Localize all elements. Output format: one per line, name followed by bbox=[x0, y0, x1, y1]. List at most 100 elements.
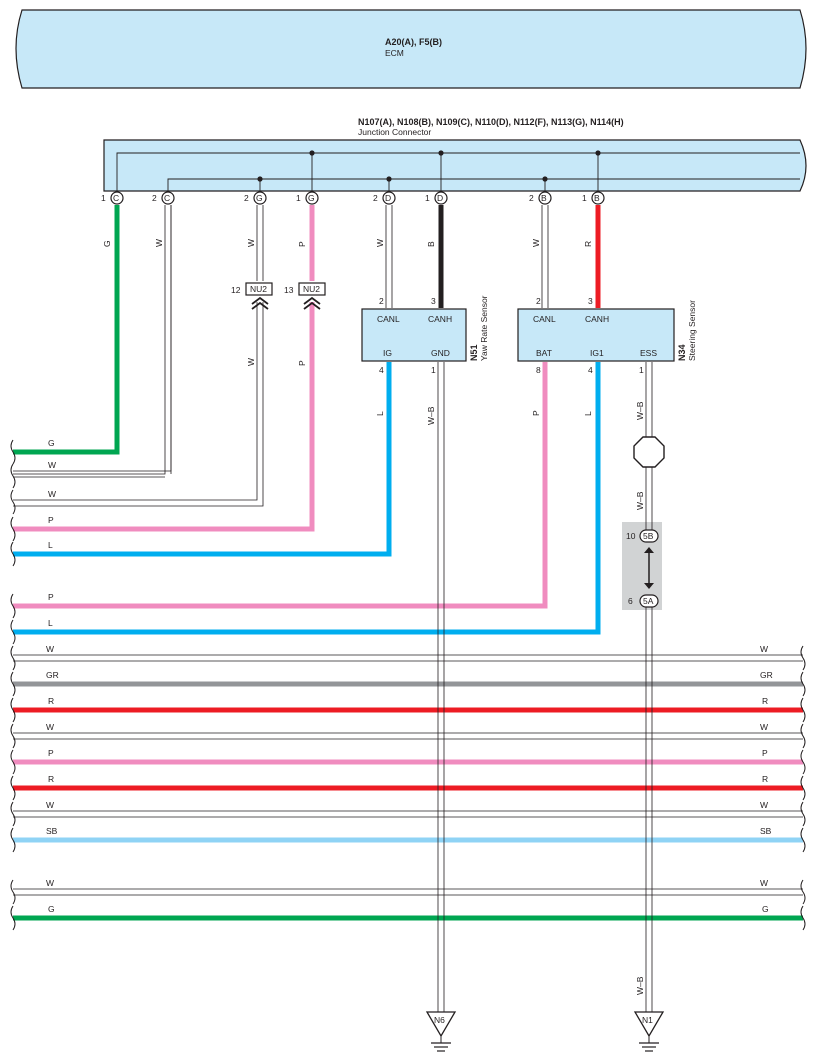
pin-label: IG bbox=[383, 348, 392, 358]
ground-triangle-icon bbox=[633, 1011, 665, 1038]
pin-label: ESS bbox=[640, 348, 657, 358]
wire-color-label: W bbox=[760, 800, 768, 810]
connector-number: 12 bbox=[231, 285, 241, 295]
wire-color-label: W bbox=[48, 460, 56, 470]
connector-label: 5A bbox=[643, 596, 654, 606]
wire-color-label: W bbox=[48, 489, 56, 499]
pin-number: 4 bbox=[588, 365, 593, 375]
connector-number: 10 bbox=[626, 531, 636, 541]
pin-label: GND bbox=[431, 348, 450, 358]
connector-label: NU2 bbox=[250, 284, 267, 294]
pin-letter: D bbox=[437, 193, 443, 203]
inline-connector-5b-5a: 10 5B 6 5A bbox=[622, 522, 662, 610]
wire-color-label: W bbox=[46, 644, 54, 654]
ground-n6: N6 bbox=[425, 1011, 457, 1052]
wire-color-label: P bbox=[297, 241, 307, 247]
ground-label: N1 bbox=[642, 1015, 653, 1025]
wire-color-label: SB bbox=[46, 826, 58, 836]
pin-number: 2 bbox=[244, 193, 249, 203]
connector-label: NU2 bbox=[303, 284, 320, 294]
pin-letter: C bbox=[164, 193, 170, 203]
pin-letter: B bbox=[594, 193, 600, 203]
connector-number: 13 bbox=[284, 285, 294, 295]
wire-color-label: P bbox=[762, 748, 768, 758]
inline-connector-icon bbox=[251, 296, 269, 310]
wire-color-label: G bbox=[48, 438, 55, 448]
junction-pin-circle-icon bbox=[434, 191, 448, 205]
pin-number: 2 bbox=[373, 193, 378, 203]
splice-dot-icon bbox=[542, 176, 548, 182]
junction-pin-circle-icon bbox=[538, 191, 552, 205]
wire-color-label: W bbox=[760, 644, 768, 654]
wire-w bbox=[541, 205, 549, 308]
splice-dot-icon bbox=[257, 176, 263, 182]
wire-color-label: G bbox=[48, 904, 55, 914]
component-code: N51 bbox=[469, 344, 479, 361]
pin-number: 1 bbox=[425, 193, 430, 203]
junction-code: N107(A), N108(B), N109(C), N110(D), N112… bbox=[358, 117, 624, 127]
yaw-rate-sensor: 2 3 CANL CANH IG GND 4 1 N51 Yaw Rate Se… bbox=[361, 295, 489, 375]
wire-color-label: R bbox=[48, 774, 54, 784]
wire-color-label: P bbox=[48, 592, 54, 602]
through-wire-labels: W W GR GR R R W W P P R R W W SB SB W W … bbox=[46, 644, 773, 914]
wire-p bbox=[13, 362, 548, 609]
connector-label: 5B bbox=[643, 531, 654, 541]
pin-label: IG1 bbox=[590, 348, 604, 358]
pin-number: 2 bbox=[536, 296, 541, 306]
wire-color-label: L bbox=[583, 411, 593, 416]
junction-pin-circle-icon bbox=[110, 191, 124, 205]
wire-color-label: W bbox=[246, 239, 256, 247]
wire-color-label: W bbox=[46, 722, 54, 732]
pin-number: 2 bbox=[529, 193, 534, 203]
junction-pins: 1 C 2 C 2 G 1 G 2 D 1 D 2 B 1 B bbox=[101, 191, 605, 205]
wire-color-label: P bbox=[297, 360, 307, 366]
pin-number: 3 bbox=[588, 296, 593, 306]
splice-dot-icon bbox=[438, 150, 444, 156]
ground-triangle-icon bbox=[425, 1011, 457, 1038]
wire-w bbox=[385, 205, 393, 308]
wire-color-label: P bbox=[531, 410, 541, 416]
pin-number: 2 bbox=[379, 296, 384, 306]
ecm-code: A20(A), F5(B) bbox=[385, 37, 442, 47]
wire-color-label: L bbox=[48, 618, 53, 628]
junction-pin-circle-icon bbox=[161, 191, 175, 205]
wire-color-label: GR bbox=[46, 670, 59, 680]
wire-color-label: W bbox=[246, 358, 256, 366]
junction-pin-circle-icon bbox=[305, 191, 319, 205]
junction-connector-box bbox=[103, 139, 807, 193]
pin-label: CANH bbox=[428, 314, 452, 324]
ecm-box: A20(A), F5(B) ECM bbox=[15, 9, 807, 89]
pin-number: 1 bbox=[101, 193, 106, 203]
splice-dot-icon bbox=[309, 150, 315, 156]
pin-number: 1 bbox=[582, 193, 587, 203]
wire-color-label: W bbox=[46, 800, 54, 810]
pin-letter: D bbox=[385, 193, 391, 203]
through-wires bbox=[13, 654, 803, 921]
wire-w bbox=[256, 205, 264, 281]
wire-color-label: R bbox=[583, 241, 593, 247]
pin-label: CANL bbox=[533, 314, 556, 324]
pin-label: CANH bbox=[585, 314, 609, 324]
wire-color-label: L bbox=[375, 411, 385, 416]
pin-label: BAT bbox=[536, 348, 552, 358]
wire-color-label: W bbox=[760, 878, 768, 888]
pin-label: CANL bbox=[377, 314, 400, 324]
ground-label: N6 bbox=[434, 1015, 445, 1025]
pin-letter: G bbox=[308, 193, 315, 203]
wire-color-label: W bbox=[531, 239, 541, 247]
pin-number: 1 bbox=[431, 365, 436, 375]
component-code: N34 bbox=[677, 344, 687, 361]
pin-letter: G bbox=[256, 193, 263, 203]
junction-name: Junction Connector bbox=[358, 127, 431, 137]
wire-color-label: W–B bbox=[635, 491, 645, 510]
wire-color-label: L bbox=[48, 540, 53, 550]
pin-number: 3 bbox=[431, 296, 436, 306]
junction-pin-circle-icon bbox=[253, 191, 267, 205]
connector-number: 6 bbox=[628, 596, 633, 606]
steering-sensor: 2 3 CANL CANH BAT IG1 ESS 8 4 1 N34 Stee… bbox=[517, 296, 697, 375]
junction-pin-circle-icon bbox=[591, 191, 605, 205]
wire-l bbox=[13, 362, 601, 635]
pin-letter: C bbox=[113, 193, 119, 203]
wire-color-label: B bbox=[426, 241, 436, 247]
